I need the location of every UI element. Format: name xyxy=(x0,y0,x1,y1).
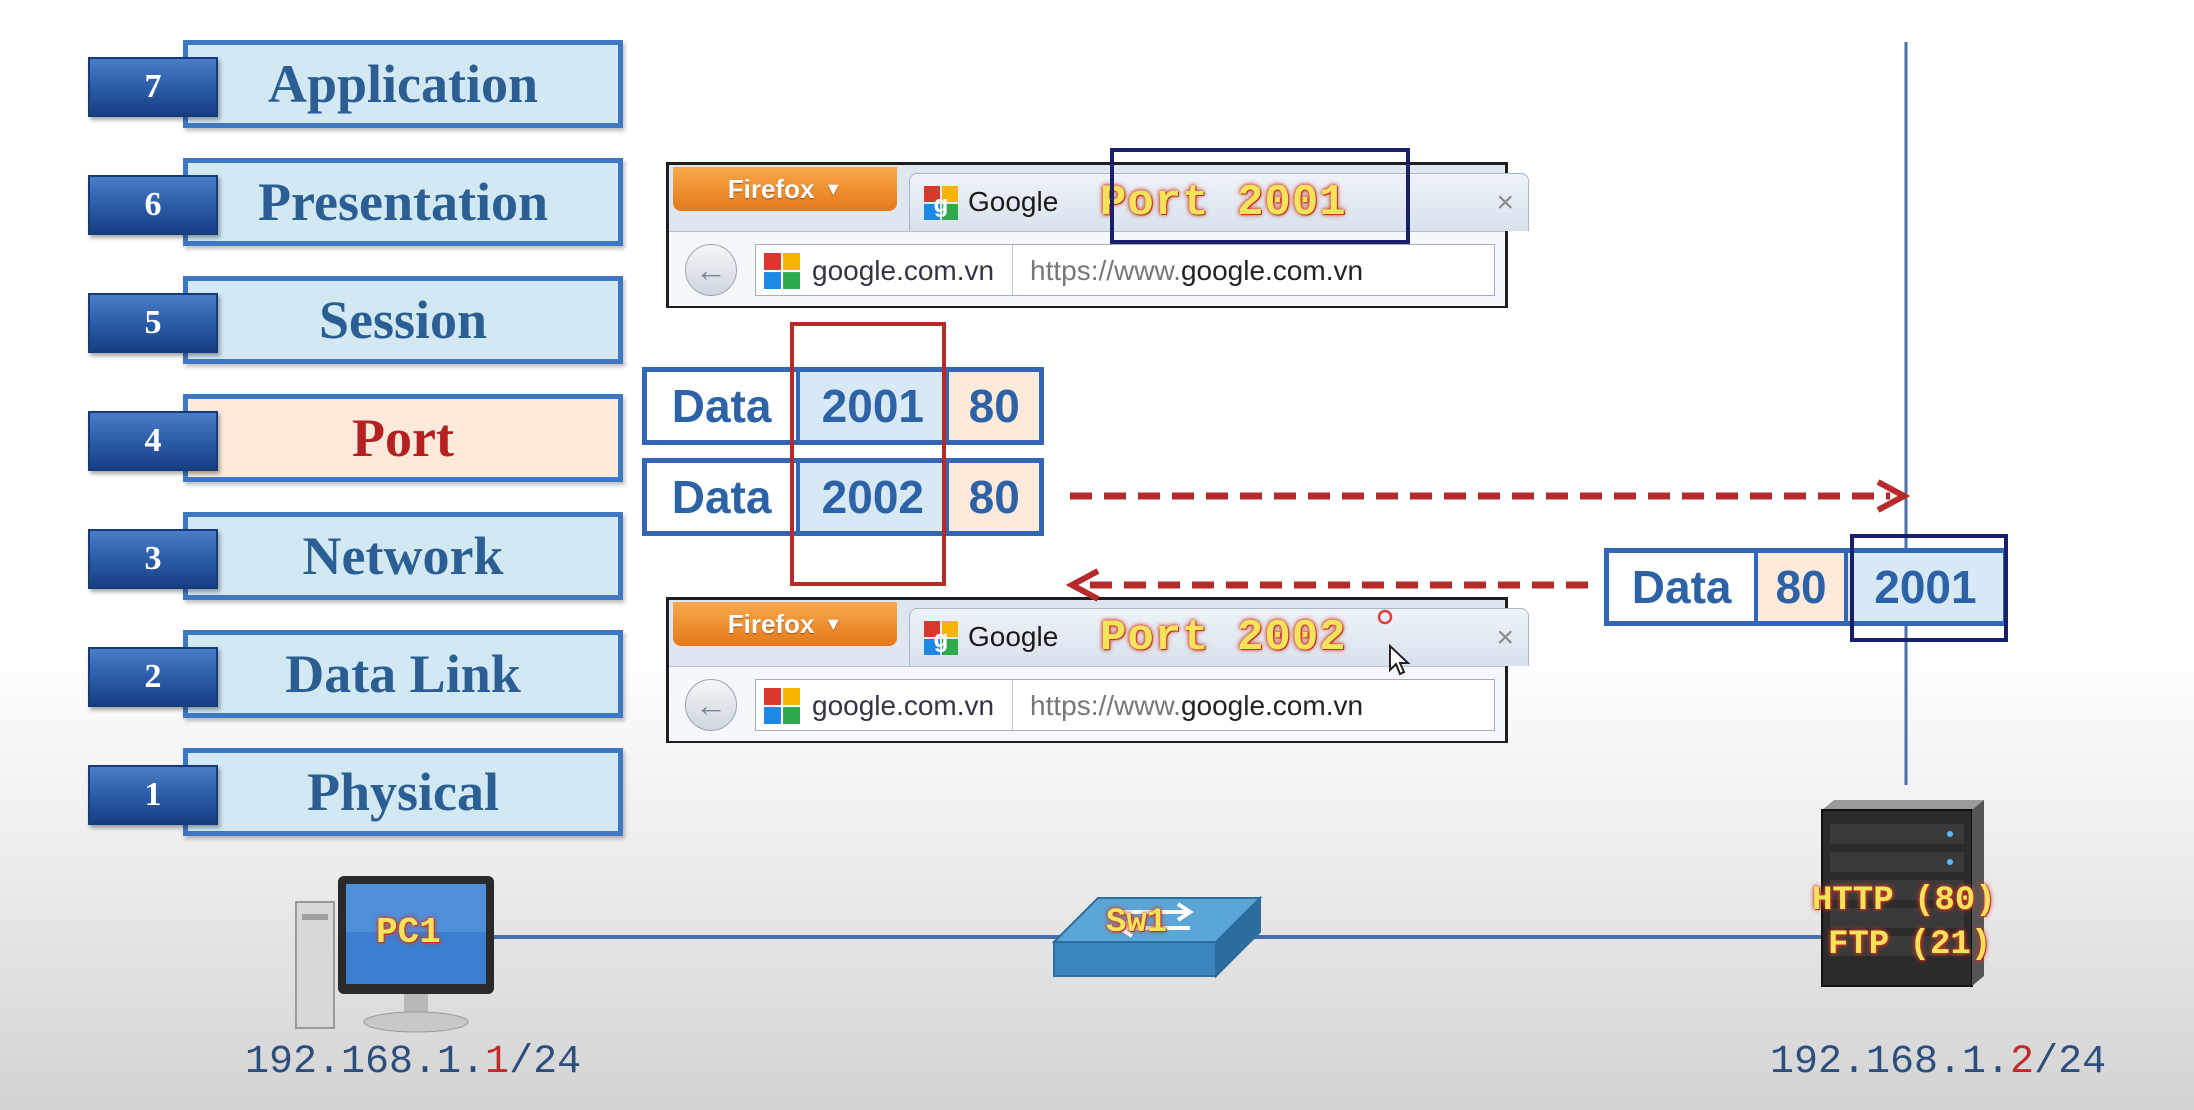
navigation-bar: ← google.com.vn https://www.google.com.v… xyxy=(669,231,1505,306)
osi-layer-port: 4 Port xyxy=(88,394,628,486)
back-arrow-icon: ← xyxy=(695,686,727,723)
layer-number: 2 xyxy=(88,647,218,707)
browser-window-port-2002: Firefox ▼ g Google Port 2002 × ← xyxy=(666,597,1529,743)
layer-name: Presentation xyxy=(183,158,623,246)
tab-title: Google xyxy=(968,186,1059,217)
port-label: Port 2002 xyxy=(1100,613,1347,663)
site-identity-icon xyxy=(764,253,800,289)
osi-layer-presentation: 6 Presentation xyxy=(88,158,628,250)
tab-google[interactable]: g Google Port 2001 × xyxy=(909,173,1529,231)
tab-title: Google xyxy=(968,621,1059,652)
firefox-menu-button[interactable]: Firefox ▼ xyxy=(673,167,897,211)
mouse-cursor-icon xyxy=(1389,644,1411,676)
packet-outgoing-2001: Data 2001 80 xyxy=(642,367,1044,445)
packet-destination-port: 2001 xyxy=(1847,553,2004,621)
firefox-menu-label: Firefox xyxy=(727,608,815,639)
dropdown-arrow-icon: ▼ xyxy=(824,178,843,199)
osi-layer-data-link: 2 Data Link xyxy=(88,630,628,722)
close-tab-icon[interactable]: × xyxy=(1496,621,1514,654)
source-port-highlight-box xyxy=(790,322,946,586)
ip-suffix: /24 xyxy=(509,1040,582,1085)
layer-name: Network xyxy=(183,512,623,600)
dropdown-arrow-icon: ▼ xyxy=(824,613,843,634)
pc1-ip-address: 192.168.1.1/24 xyxy=(245,1040,581,1085)
browser-window-port-2001: Firefox ▼ g Google Port 2001 × ← xyxy=(666,162,1529,308)
switch-label: Sw1 xyxy=(1106,904,1168,942)
layer-number: 1 xyxy=(88,765,218,825)
url-prefix: https://www. xyxy=(1030,255,1181,286)
address-divider xyxy=(1012,680,1013,730)
url-prefix: https://www. xyxy=(1030,690,1181,721)
close-tab-icon[interactable]: × xyxy=(1496,186,1514,219)
request-arrow-head-icon xyxy=(1876,479,1911,513)
packet-source-port: 2002 xyxy=(800,463,950,531)
packet-outgoing-2002: Data 2002 80 xyxy=(642,458,1044,536)
ip-prefix: 192.168.1. xyxy=(245,1040,486,1085)
layer-name: Physical xyxy=(183,748,623,836)
osi-layer-physical: 1 Physical xyxy=(88,748,628,840)
switch-sw1: Sw1 xyxy=(1050,884,1264,984)
reply-arrow-head-icon xyxy=(1065,568,1100,602)
url-domain: google.com.vn xyxy=(1180,255,1364,286)
layer-number: 6 xyxy=(88,175,218,235)
server-service-ftp: FTP (21) xyxy=(1828,926,1992,964)
tab-google[interactable]: g Google Port 2002 × xyxy=(909,608,1529,666)
navigation-bar: ← google.com.vn https://www.google.com.v… xyxy=(669,666,1505,741)
url-text: https://www.google.com.vn xyxy=(1030,255,1363,287)
packet-data-field: Data xyxy=(1609,553,1759,621)
port-2001-highlight-box xyxy=(1110,148,1410,244)
url-domain: google.com.vn xyxy=(1180,690,1364,721)
site-identity-label: google.com.vn xyxy=(812,255,995,286)
packet-data-field: Data xyxy=(647,463,801,531)
url-text: https://www.google.com.vn xyxy=(1030,690,1363,722)
destination-port-highlight-box xyxy=(1850,534,2008,642)
back-button[interactable]: ← xyxy=(685,244,737,296)
back-arrow-icon: ← xyxy=(695,251,727,288)
port-label: Port 2001 xyxy=(1100,178,1347,228)
layer-number: 4 xyxy=(88,411,218,471)
layer-number: 5 xyxy=(88,293,218,353)
layer-number: 3 xyxy=(88,529,218,589)
click-indicator-icon xyxy=(1377,609,1393,625)
packet-destination-port: 80 xyxy=(949,372,1039,440)
packet-reply: Data 80 2001 xyxy=(1604,548,2008,626)
packet-destination-port: 80 xyxy=(949,463,1039,531)
address-bar[interactable]: google.com.vn https://www.google.com.vn xyxy=(755,244,1495,296)
server-icon xyxy=(1821,800,1984,987)
packet-source-port: 2001 xyxy=(800,372,950,440)
layer-name: Port xyxy=(183,394,623,482)
tab-bar: Firefox ▼ g Google Port 2002 × xyxy=(669,600,1529,666)
layer-number: 7 xyxy=(88,57,218,117)
firefox-menu-button[interactable]: Firefox ▼ xyxy=(673,602,897,646)
svg-text:g: g xyxy=(934,191,949,218)
server: HTTP (80) FTP (21) xyxy=(1812,796,1996,996)
google-favicon-icon: g xyxy=(924,621,958,655)
site-identity-label: google.com.vn xyxy=(812,690,995,721)
pc1-label: PC1 xyxy=(376,912,441,953)
server-service-http: HTTP (80) xyxy=(1812,882,1996,920)
ip-host: 1 xyxy=(485,1040,510,1085)
layer-name: Session xyxy=(183,276,623,364)
packet-source-port: 80 xyxy=(1758,553,1848,621)
site-identity-icon xyxy=(764,688,800,724)
server-ip-address: 192.168.1.2/24 xyxy=(1770,1040,2106,1085)
firefox-menu-label: Firefox xyxy=(727,173,815,204)
packet-data-field: Data xyxy=(647,372,801,440)
pc1-computer: PC1 xyxy=(292,872,502,1042)
osi-layer-session: 5 Session xyxy=(88,276,628,368)
computer-icon xyxy=(295,876,494,1033)
address-bar[interactable]: google.com.vn https://www.google.com.vn xyxy=(755,679,1495,731)
osi-layer-application: 7 Application xyxy=(88,40,628,132)
tab-bar: Firefox ▼ g Google Port 2001 × xyxy=(669,165,1529,231)
ip-prefix: 192.168.1. xyxy=(1770,1040,2011,1085)
google-favicon-icon: g xyxy=(924,186,958,220)
back-button[interactable]: ← xyxy=(685,679,737,731)
address-divider xyxy=(1012,245,1013,295)
svg-text:g: g xyxy=(934,626,949,653)
ip-host: 2 xyxy=(2010,1040,2035,1085)
switch-icon xyxy=(1051,895,1263,979)
osi-layer-network: 3 Network xyxy=(88,512,628,604)
ip-suffix: /24 xyxy=(2034,1040,2107,1085)
